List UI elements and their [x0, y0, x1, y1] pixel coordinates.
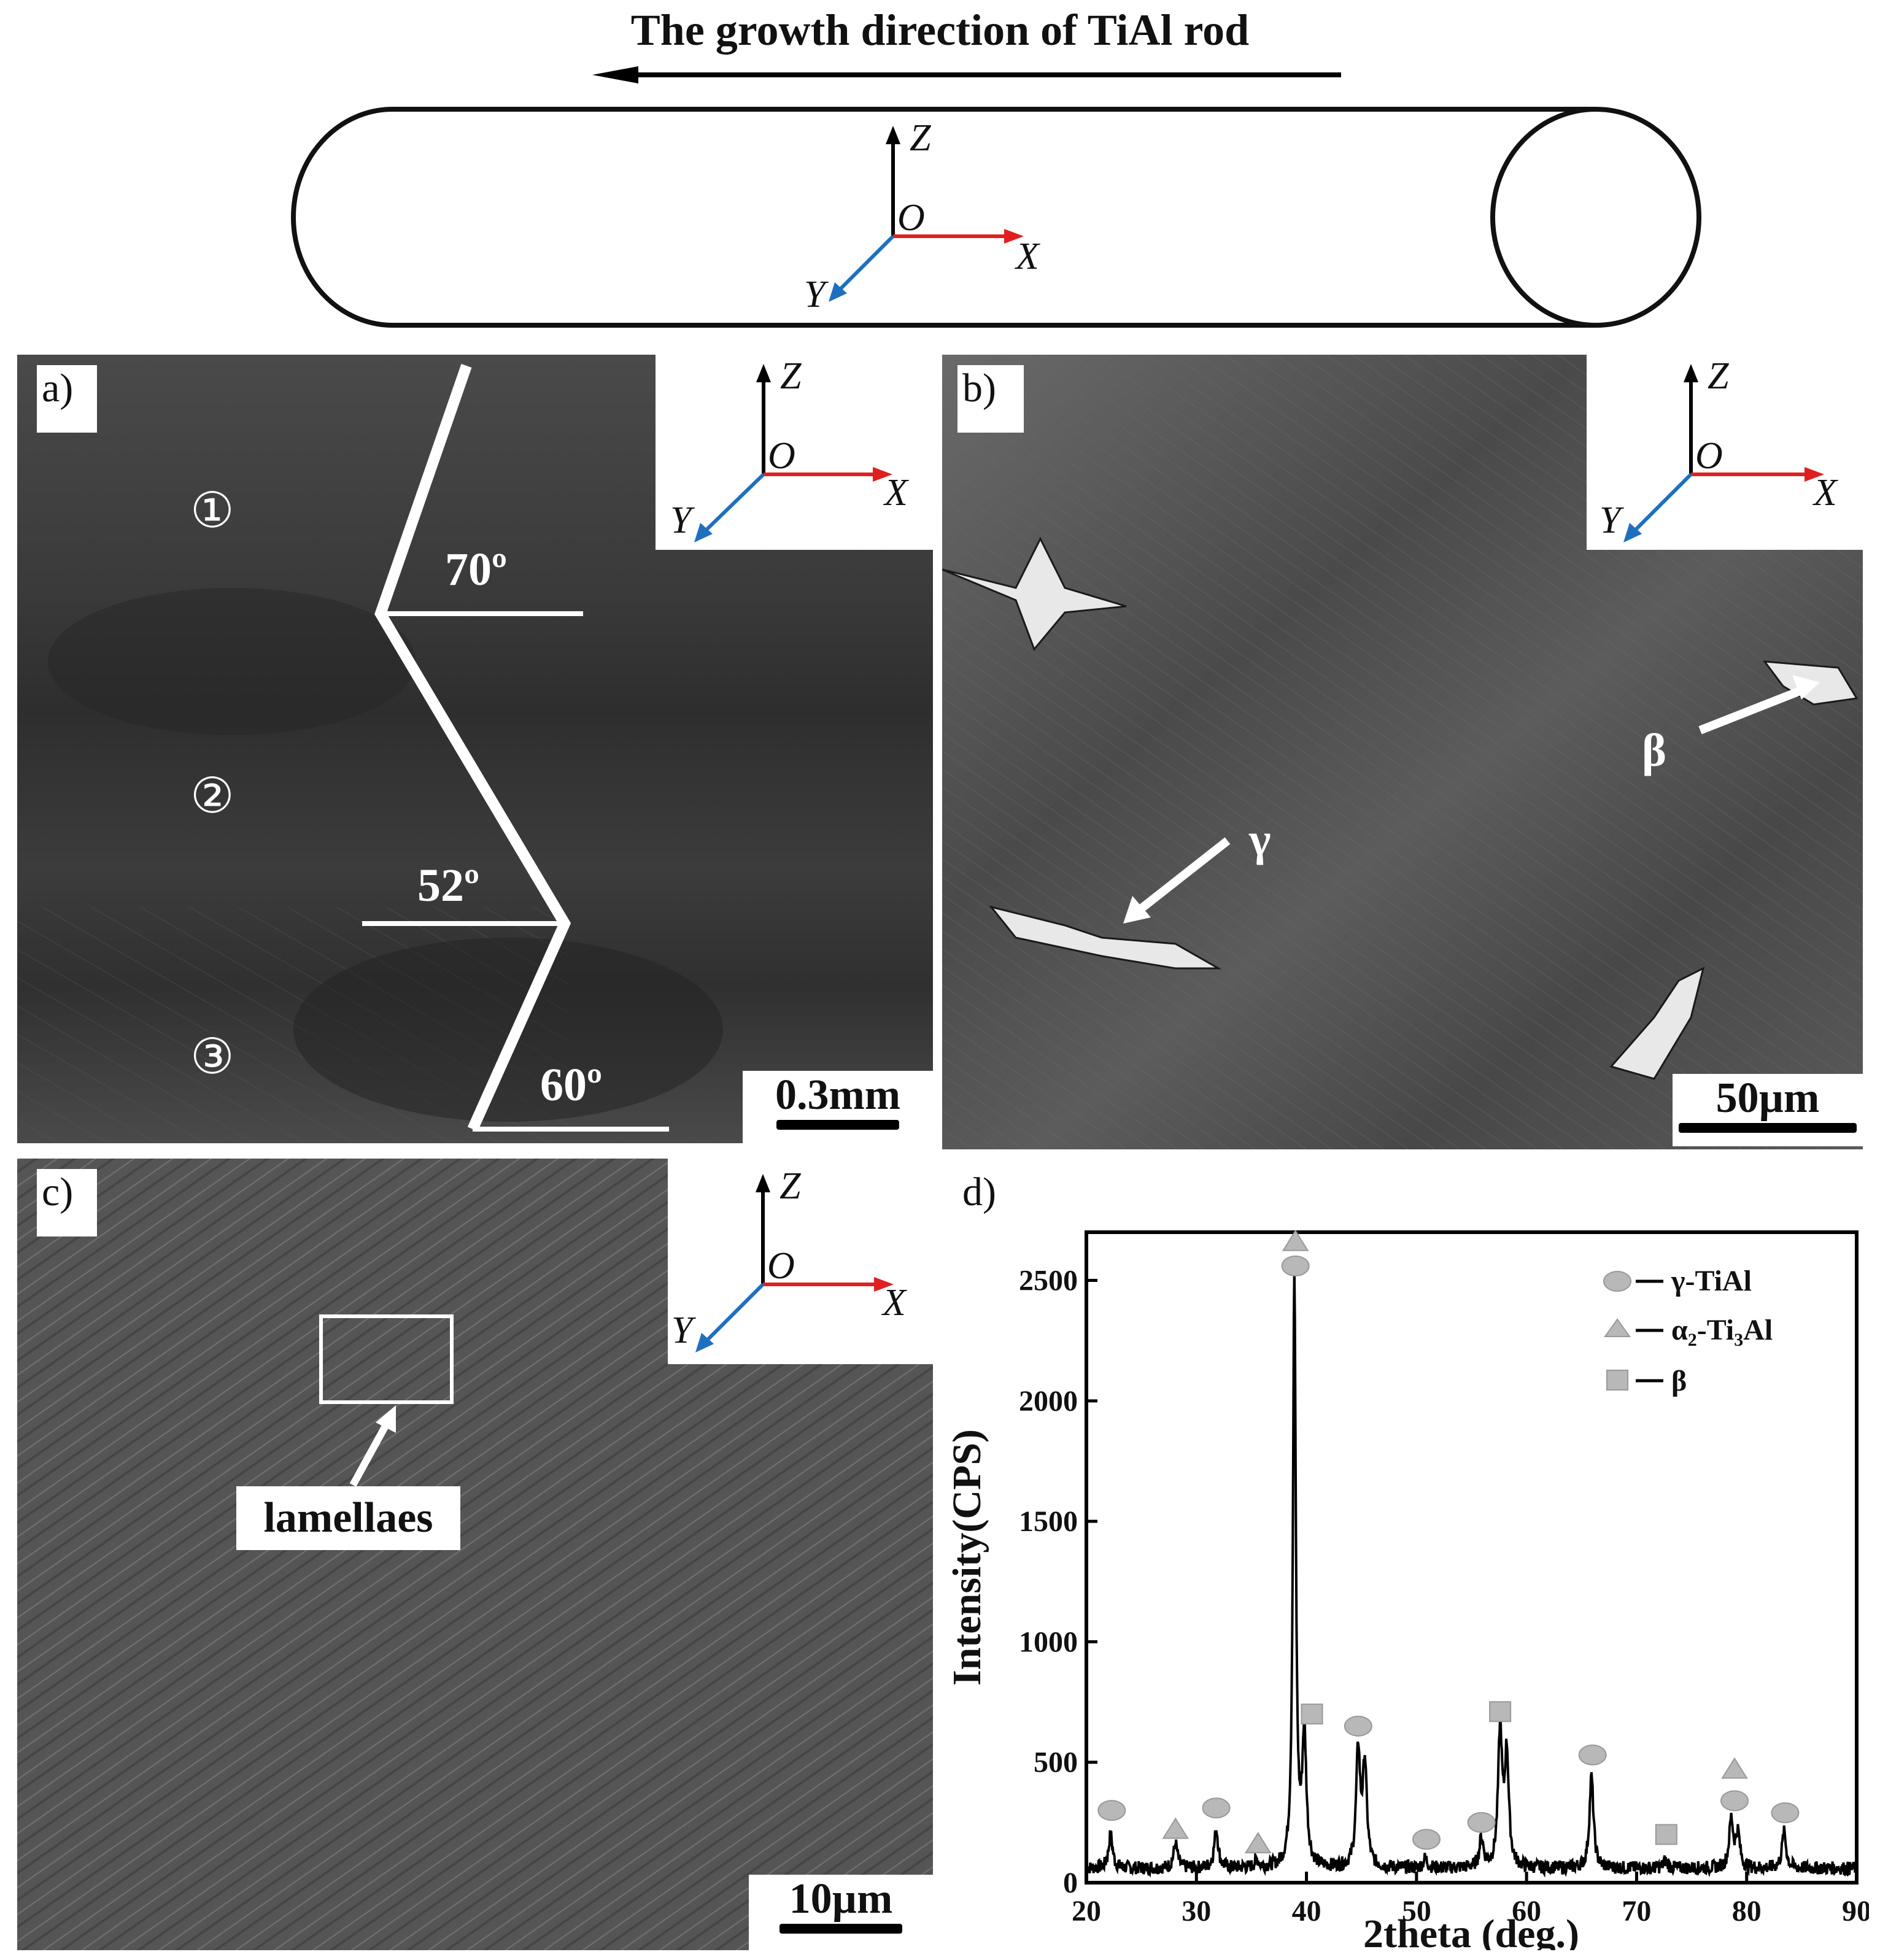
axis-label-o: O [1695, 435, 1723, 477]
phase-marker-triangle [1282, 1229, 1309, 1251]
angle-70-label: 70º [445, 544, 508, 595]
phase-marker-circle [1344, 1715, 1372, 1737]
legend-gamma-tial: γ-TiAl [1671, 1265, 1752, 1297]
rod-schematic: Z O X Y [291, 66, 1701, 328]
x-tick-label: 80 [1732, 1895, 1762, 1927]
rod-end-circle [1490, 107, 1701, 328]
panel-c-arrow [349, 1405, 396, 1487]
phase-marker-circle [1720, 1790, 1749, 1811]
x-tick-label: 50 [1402, 1895, 1431, 1927]
phase-marker-circle [1578, 1744, 1607, 1765]
x-tick-label: 30 [1182, 1895, 1211, 1927]
x-tick-label: 40 [1292, 1895, 1321, 1927]
axis-label-y: Y [804, 274, 829, 315]
phase-marker-circle [1412, 1829, 1441, 1850]
axis-label-o: O [767, 1245, 795, 1287]
panel-b-scale-text: 50µm [1716, 1075, 1820, 1122]
panel-c-scalebar: 10µm [749, 1875, 933, 1950]
axis-label-y: Y [670, 500, 695, 541]
axis-label-z: Z [779, 1165, 801, 1207]
legend: γ-TiAl α2-Ti3Al β [1603, 1265, 1773, 1397]
gamma-phase-label: γ [1249, 814, 1271, 865]
xrd-chart: 20 30 40 50 60 70 80 90 0 500 1000 1500 2000 2500 2th… [945, 1229, 1869, 1950]
axis-label-o: O [768, 435, 795, 477]
xrd-pattern-line [1085, 1268, 1858, 1878]
y-tick-label: 1500 [1019, 1505, 1078, 1538]
axis-label-x: X [1812, 472, 1838, 514]
axis-label-z: Z [910, 117, 931, 159]
zone-1-label: ① [190, 482, 234, 539]
angle-52-label: 52º [417, 860, 480, 911]
y-tick-label: 500 [1034, 1746, 1078, 1779]
panel-a-label: a) [37, 365, 97, 433]
panel-c-scale-text: 10µm [789, 1875, 893, 1923]
phase-marker-triangle [1721, 1757, 1748, 1779]
panel-a-scalebar: 0.3mm [743, 1071, 933, 1143]
y-tick-label: 2500 [1019, 1265, 1078, 1297]
phase-marker-square [1655, 1824, 1677, 1845]
axis-label-z: Z [1708, 355, 1729, 397]
axis-label-x: X [883, 472, 909, 514]
panel-b-scalebar: 50µm [1673, 1074, 1863, 1146]
y-tick-label: 0 [1063, 1867, 1078, 1899]
y-tick-label: 2000 [1019, 1385, 1078, 1418]
axis-label-z: Z [780, 355, 802, 397]
legend-alpha2-ti3al: α2-Ti3Al [1671, 1314, 1773, 1350]
beta-phase-label: β [1642, 725, 1667, 776]
panel-c-label: c) [37, 1169, 97, 1237]
y-tick-label: 1000 [1019, 1626, 1078, 1658]
legend-triangle-marker [1604, 1318, 1631, 1337]
phase-marker-triangle [1244, 1832, 1272, 1854]
panel-a-zigzag [0, 0, 1880, 1166]
panel-a-axes-inset: Z O X Y [667, 355, 933, 550]
phase-marker-circle [1097, 1800, 1126, 1821]
phase-marker-circle [1202, 1797, 1231, 1819]
axis-label-y: Y [671, 1310, 696, 1351]
zone-2-label: ② [190, 767, 234, 824]
axis-label-y: Y [1600, 500, 1624, 541]
x-axis-title: 2theta (deg.) [1363, 1912, 1579, 1950]
x-tick-label: 60 [1512, 1895, 1541, 1927]
axis-label-x: X [881, 1282, 907, 1324]
lamellae-label: lamellaes [263, 1494, 433, 1541]
phase-marker-square [1489, 1701, 1512, 1723]
legend-circle-marker [1603, 1271, 1631, 1292]
legend-beta: β [1671, 1365, 1687, 1397]
panel-a-scale-text: 0.3mm [775, 1071, 901, 1119]
angle-60-label: 60º [540, 1059, 603, 1111]
growth-arrow-head [592, 66, 638, 83]
legend-square-marker [1606, 1370, 1628, 1391]
rod-body [291, 107, 1596, 328]
figure-title: The growth direction of TiAl rod [630, 6, 1250, 55]
panel-b-axes-inset: Z O X Y [1596, 355, 1863, 550]
panel-b-arrows [0, 0, 1880, 1166]
panel-d-label: d) [962, 1169, 996, 1216]
phase-marker-square [1301, 1703, 1323, 1725]
phase-marker-circle [1771, 1802, 1800, 1824]
phase-marker-triangle [1162, 1817, 1190, 1839]
phase-marker-circle [1467, 1811, 1496, 1833]
zone-3-label: ③ [190, 1028, 234, 1085]
lamellae-label-box: lamellaes [236, 1486, 460, 1550]
y-axis-title: Intensity(CPS) [945, 1429, 989, 1686]
x-tick-label: 70 [1622, 1895, 1651, 1927]
panel-b-label: b) [957, 365, 1024, 433]
x-tick-label: 90 [1842, 1895, 1869, 1927]
axis-label-o: O [897, 197, 925, 239]
panel-c-axes-inset: Z O X Y [668, 1159, 933, 1364]
x-tick-label: 20 [1072, 1895, 1101, 1927]
phase-marker-circle [1281, 1255, 1310, 1276]
axis-label-x: X [1014, 236, 1040, 277]
